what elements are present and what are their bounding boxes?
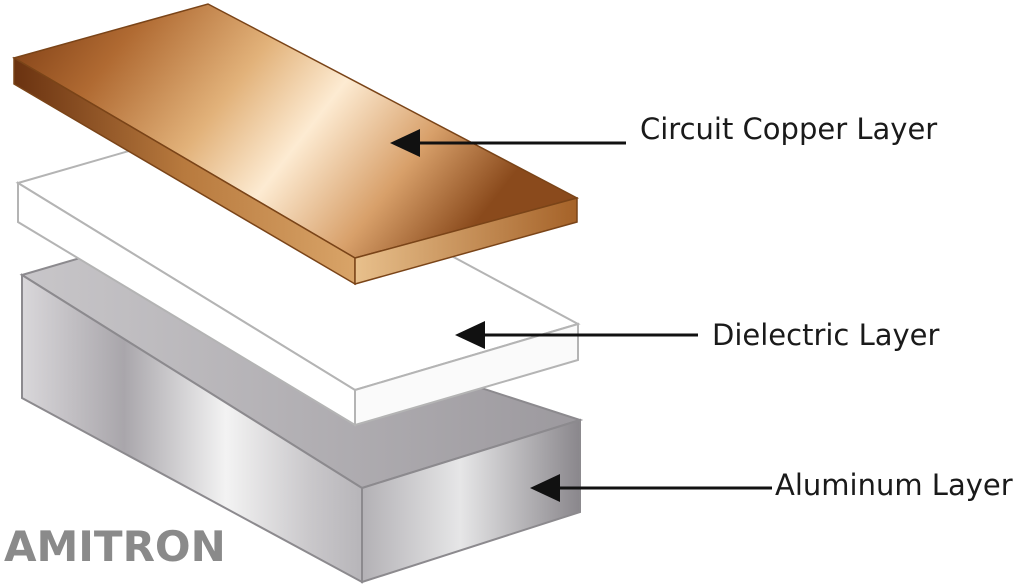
aluminum-layer-label: Aluminum Layer (775, 468, 1013, 502)
copper-layer-label: Circuit Copper Layer (640, 112, 938, 146)
copper-arrow (390, 129, 626, 157)
dielectric-layer (15, 125, 581, 427)
dielectric-arrow (455, 321, 698, 349)
amitron-logo: AMITRON (4, 522, 226, 571)
copper-layer (12, 3, 580, 286)
aluminum-arrow (530, 474, 772, 502)
dielectric-layer-label: Dielectric Layer (712, 318, 940, 352)
copper-right-face (354, 197, 578, 285)
aluminum-right-face (361, 418, 581, 584)
dielectric-right-face (354, 322, 579, 427)
